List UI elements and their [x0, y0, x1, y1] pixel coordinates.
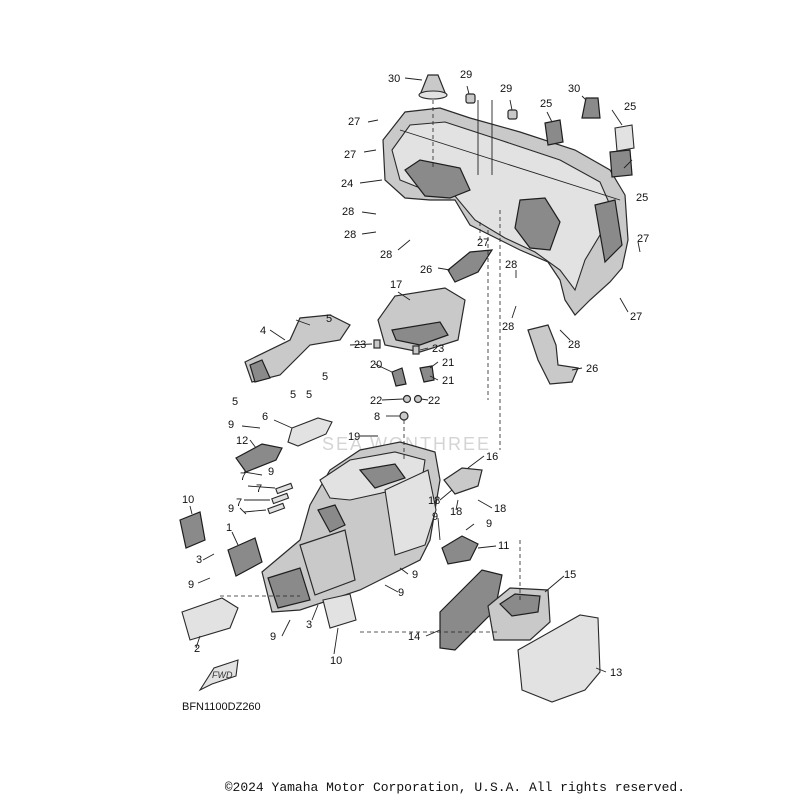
callout-4: 4	[260, 325, 266, 337]
callout-24: 24	[341, 178, 353, 190]
callout-18: 18	[494, 503, 506, 515]
callout-7: 7	[240, 471, 246, 483]
copyright-text: ©2024 Yamaha Motor Corporation, U.S.A. A…	[224, 780, 685, 795]
callout-27: 27	[348, 116, 360, 128]
callout-numbers: 30 29 29 30 25 25 25 27 27 27 27 27 24 2…	[182, 69, 649, 679]
callout-9: 9	[268, 466, 274, 478]
part-29-clip-a[interactable]	[465, 93, 476, 104]
part-15-bin[interactable]	[487, 587, 551, 641]
callout-5: 5	[306, 389, 312, 401]
callout-9: 9	[270, 631, 276, 643]
callout-18: 18	[428, 495, 440, 507]
callout-22: 22	[370, 395, 382, 407]
callout-11: 11	[498, 540, 509, 552]
callout-9: 9	[188, 579, 194, 591]
part-11-bracket[interactable]	[441, 535, 479, 565]
callout-16: 16	[486, 451, 498, 463]
callout-5: 5	[322, 371, 328, 383]
callout-1: 1	[226, 522, 232, 534]
part-26-lower[interactable]	[527, 324, 579, 385]
callout-19: 19	[348, 431, 360, 443]
callout-21: 21	[442, 375, 454, 387]
callout-27: 27	[630, 311, 642, 323]
part-30-cap-right[interactable]	[581, 97, 601, 119]
leader-lines	[189, 77, 641, 673]
callout-27: 27	[344, 149, 356, 161]
callout-13: 13	[610, 667, 622, 679]
callout-3: 3	[306, 619, 312, 631]
callout-23: 23	[354, 339, 366, 351]
callout-28: 28	[505, 259, 517, 271]
callout-12: 12	[236, 435, 248, 447]
callout-28: 28	[568, 339, 580, 351]
callout-29: 29	[500, 83, 512, 95]
callout-26: 26	[586, 363, 598, 375]
callout-3: 3	[196, 554, 202, 566]
callout-9: 9	[228, 503, 234, 515]
callout-28: 28	[502, 321, 514, 333]
part-10-panel-left[interactable]	[179, 511, 206, 549]
callout-9: 9	[412, 569, 418, 581]
part-29-clip-b[interactable]	[507, 109, 518, 120]
callout-7: 7	[236, 497, 242, 509]
callout-5: 5	[326, 313, 332, 325]
part-24-rear-panel[interactable]	[382, 107, 629, 316]
part-1-panel[interactable]	[227, 537, 263, 577]
callout-29: 29	[460, 69, 472, 81]
part-30-cap-left[interactable]	[418, 74, 448, 100]
callout-26: 26	[420, 264, 432, 276]
callout-25: 25	[540, 98, 552, 110]
part-10-panel-right[interactable]	[322, 593, 357, 629]
callout-10: 10	[330, 655, 342, 667]
callout-9: 9	[398, 587, 404, 599]
callout-10: 10	[182, 494, 194, 506]
callout-7: 7	[256, 483, 262, 495]
callout-17: 17	[390, 279, 402, 291]
callout-18: 18	[450, 506, 462, 518]
fwd-arrow-icon: FWD	[198, 659, 239, 692]
hinge-hardware[interactable]	[373, 339, 435, 421]
part-25-pad-a[interactable]	[544, 119, 564, 146]
callout-30: 30	[388, 73, 400, 85]
callout-9: 9	[486, 518, 492, 530]
part-16-bracket[interactable]	[443, 467, 483, 495]
part-26-upper[interactable]	[447, 249, 494, 283]
part-25-pad-c[interactable]	[609, 149, 633, 178]
callout-6: 6	[262, 411, 268, 423]
callout-9: 9	[432, 511, 438, 523]
part-6-trim[interactable]	[287, 417, 333, 447]
part-13-cover[interactable]	[517, 614, 601, 703]
callout-25: 25	[624, 101, 636, 113]
callout-14: 14	[408, 631, 420, 643]
callout-23: 23	[432, 343, 444, 355]
svg-text:FWD: FWD	[212, 670, 233, 680]
callout-30: 30	[568, 83, 580, 95]
center-console-body[interactable]	[261, 441, 441, 613]
callout-15: 15	[564, 569, 576, 581]
callout-27: 27	[477, 237, 489, 249]
callout-27: 27	[637, 233, 649, 245]
callout-25: 25	[636, 192, 648, 204]
callout-2: 2	[194, 643, 200, 655]
callout-28: 28	[380, 249, 392, 261]
part-7-slats[interactable]	[267, 482, 294, 515]
callout-20: 20	[370, 359, 382, 371]
callout-28: 28	[342, 206, 354, 218]
callout-5: 5	[290, 389, 296, 401]
callout-22: 22	[428, 395, 440, 407]
part-17-lid[interactable]	[377, 287, 466, 353]
callout-9: 9	[228, 419, 234, 431]
callout-5: 5	[232, 396, 238, 408]
callout-28: 28	[344, 229, 356, 241]
callout-21: 21	[442, 357, 454, 369]
callout-8: 8	[374, 411, 380, 423]
part-12-trim[interactable]	[235, 443, 283, 473]
part-25-pad-b[interactable]	[614, 124, 635, 152]
drawing-code: BFN1100DZ260	[182, 701, 261, 713]
part-2-piece[interactable]	[181, 597, 239, 641]
part-4-bracket[interactable]	[244, 314, 351, 383]
